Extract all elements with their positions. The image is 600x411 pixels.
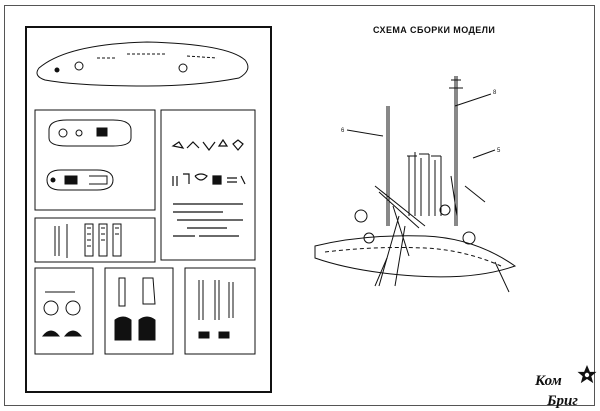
logo-bottom-word: Бриг [546,393,578,409]
parts-fret-frame [25,26,272,393]
parts-fret-drawing [34,41,256,355]
assembly-diagram: 8 5 6 [314,76,517,293]
panel-ladders [34,217,156,263]
instruction-sheet: СХЕМА СБОРКИ МОДЕЛИ 8 5 6 [4,5,597,409]
panel-plates [34,109,156,211]
deck-part [36,41,249,87]
kombrig-logo-graphic: Ком Бриг [534,365,597,409]
star-icon [577,365,597,384]
panel-boats [104,267,174,355]
page-title: СХЕМА СБОРКИ МОДЕЛИ [373,25,496,35]
panel-davits [184,267,256,355]
logo-top-word: Ком [534,373,562,389]
foremast [386,106,390,226]
callout-5: 5 [497,148,501,154]
kombrig-logo: Ком Бриг [533,361,600,411]
hull-outline [314,235,517,278]
callout-6: 6 [341,128,345,134]
callout-8: 8 [493,90,497,96]
panel-hatches [34,267,94,355]
panel-fittings [160,109,256,261]
